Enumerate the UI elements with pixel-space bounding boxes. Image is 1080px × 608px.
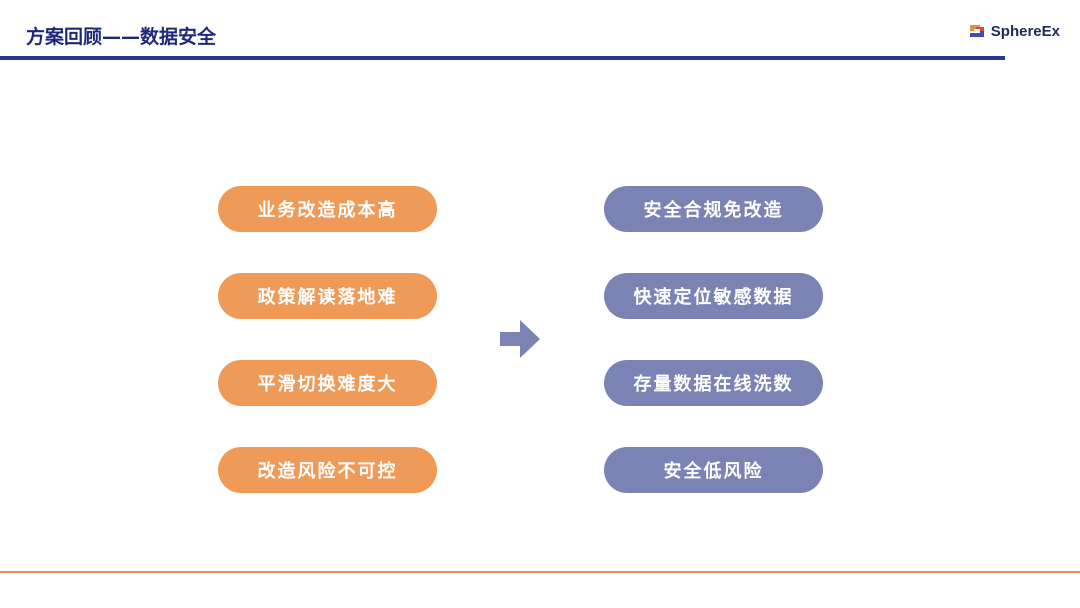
footer-divider (0, 571, 1080, 573)
solution-pill: 快速定位敏感数据 (604, 273, 823, 319)
solution-pill: 安全低风险 (604, 447, 823, 493)
problem-pill: 政策解读落地难 (218, 273, 437, 319)
problem-pill: 业务改造成本高 (218, 186, 437, 232)
solution-pill: 存量数据在线洗数 (604, 360, 823, 406)
solution-pill: 安全合规免改造 (604, 186, 823, 232)
right-arrow-icon (500, 320, 540, 358)
problem-pill: 改造风险不可控 (218, 447, 437, 493)
brand-logo: SphereEx (967, 21, 1060, 41)
logo-text: SphereEx (990, 22, 1060, 40)
page-title: 方案回顾——数据安全 (26, 26, 217, 48)
problems-column: 业务改造成本高 政策解读落地难 平滑切换难度大 改造风险不可控 (218, 186, 437, 493)
solutions-column: 安全合规免改造 快速定位敏感数据 存量数据在线洗数 安全低风险 (604, 186, 823, 493)
problem-pill: 平滑切换难度大 (218, 360, 437, 406)
sphereex-logo-icon (969, 25, 984, 37)
header-divider (0, 56, 1005, 60)
